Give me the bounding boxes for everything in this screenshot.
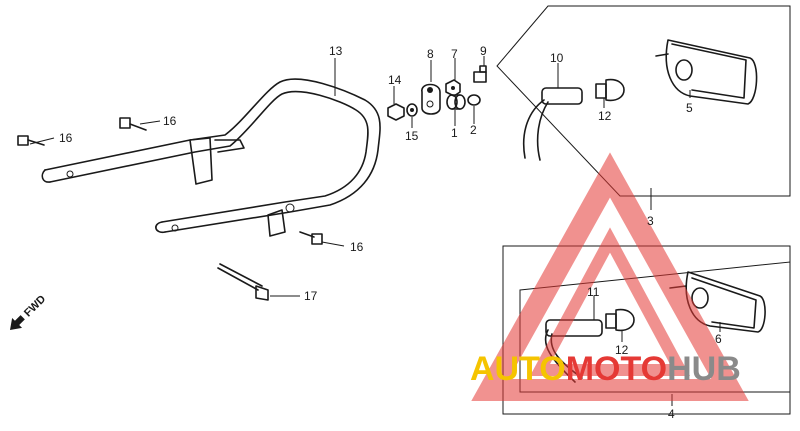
upper-assembly-frame	[496, 5, 791, 197]
washer-15	[406, 103, 418, 117]
callout-16-upper: 16	[163, 114, 177, 128]
callout-1: 1	[451, 126, 458, 140]
bracket-8	[421, 83, 441, 115]
lens-5	[655, 39, 758, 105]
nut-7	[445, 79, 461, 97]
callout-17: 17	[304, 289, 318, 303]
callout-7: 7	[451, 47, 458, 61]
callout-10: 10	[550, 51, 564, 65]
watermark-auto: AUTO	[470, 350, 566, 388]
callout-11: 11	[587, 285, 600, 299]
grab-rail	[41, 78, 381, 237]
callout-15: 15	[405, 129, 419, 143]
callout-5: 5	[686, 101, 693, 115]
callout-8: 8	[427, 47, 434, 61]
watermark-text: AUTOMOTOHUB	[470, 350, 741, 388]
grommet-2	[467, 94, 481, 106]
callout-16-left: 16	[59, 131, 73, 145]
forward-direction-indicator: FWD	[10, 293, 48, 330]
bulb-12-lower	[605, 308, 635, 332]
callout-6: 6	[715, 332, 722, 346]
watermark-moto: MOTO	[566, 350, 667, 388]
watermark-logo	[471, 152, 749, 401]
callout-3: 3	[647, 214, 654, 228]
leader-lines	[29, 56, 721, 406]
callout-4: 4	[668, 407, 675, 421]
nut-14	[387, 103, 405, 121]
fwd-label: FWD	[22, 293, 48, 319]
bolt-17	[217, 263, 269, 301]
callout-16-lower: 16	[350, 240, 364, 254]
watermark-hub: HUB	[667, 350, 741, 388]
callout-12-lower: 12	[615, 343, 629, 357]
socket-10	[522, 87, 583, 161]
callout-14: 14	[388, 73, 402, 87]
bolt-16-upper	[119, 117, 147, 131]
bolt-16-lower	[299, 231, 323, 245]
callout-2: 2	[470, 123, 477, 137]
callout-9: 9	[480, 44, 487, 58]
callout-12-upper: 12	[598, 109, 612, 123]
bulb-12-upper	[595, 78, 625, 102]
bolt-9	[473, 65, 487, 83]
callout-13: 13	[329, 44, 343, 58]
collar-1	[446, 94, 466, 110]
